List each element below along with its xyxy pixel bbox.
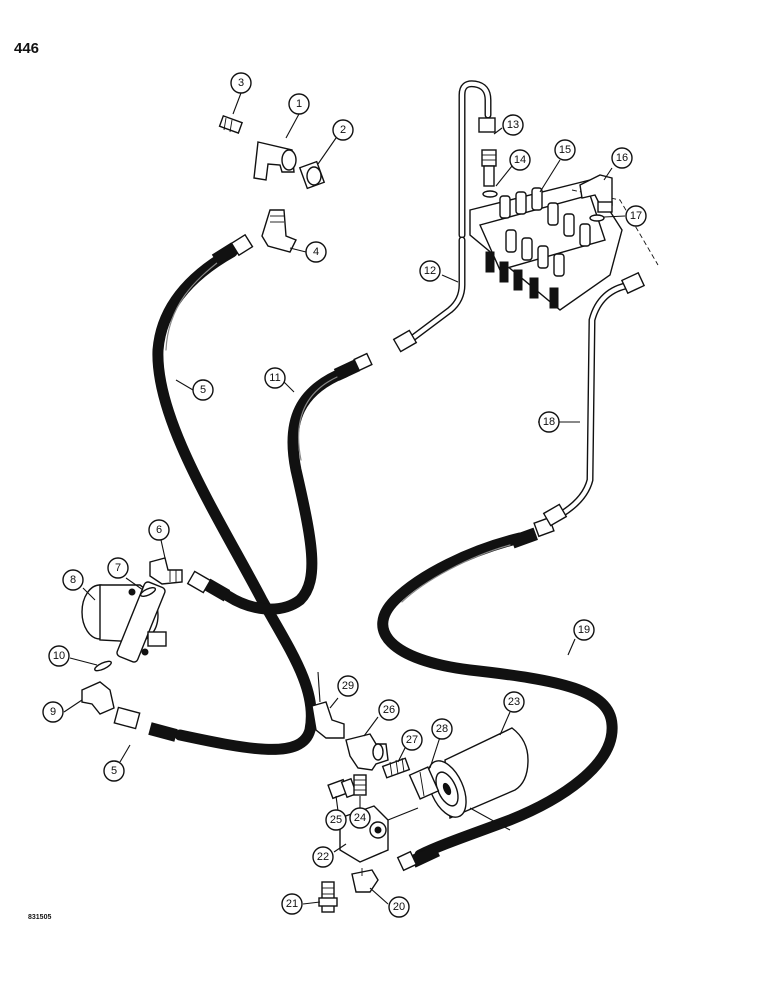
- svg-text:1: 1: [296, 98, 302, 110]
- svg-text:27: 27: [406, 734, 418, 746]
- elbow-9: [81, 681, 115, 715]
- callout-27: 27: [401, 729, 423, 751]
- hose-5: [152, 246, 317, 755]
- callout-10: 10: [48, 645, 70, 667]
- svg-text:17: 17: [630, 210, 642, 222]
- callout-2: 2: [332, 119, 354, 141]
- callout-8: 8: [62, 569, 84, 591]
- callout-9: 9: [42, 701, 64, 723]
- callout-5-lower: 5: [103, 760, 125, 782]
- elbow-6: [149, 557, 183, 585]
- elbow-16: [579, 174, 613, 213]
- fitting-25: [327, 777, 358, 800]
- pump-8: [81, 581, 167, 663]
- callout-26: 26: [378, 699, 400, 721]
- callout-11: 11: [264, 367, 286, 389]
- svg-text:14: 14: [514, 154, 526, 166]
- filter-23: [427, 727, 529, 820]
- svg-text:28: 28: [436, 723, 448, 735]
- svg-text:2: 2: [340, 124, 346, 136]
- nipple-27: [381, 757, 411, 779]
- svg-text:4: 4: [313, 246, 319, 258]
- svg-text:10: 10: [53, 650, 65, 662]
- callout-16: 16: [611, 147, 633, 169]
- hose-11: [222, 366, 351, 615]
- svg-text:3: 3: [238, 77, 244, 89]
- svg-text:29: 29: [342, 680, 354, 692]
- tee-26: [345, 733, 389, 771]
- callout-1: 1: [288, 93, 310, 115]
- leader-lines: [63, 92, 626, 905]
- svg-text:22: 22: [317, 851, 329, 863]
- o-ring-17: [589, 214, 605, 222]
- svg-text:8: 8: [70, 574, 76, 586]
- svg-text:20: 20: [393, 901, 405, 913]
- callout-7: 7: [107, 557, 129, 579]
- callout-19: 19: [573, 619, 595, 641]
- callout-28: 28: [431, 718, 453, 740]
- hose-end-fitting: [113, 233, 555, 872]
- svg-text:25: 25: [330, 814, 342, 826]
- callout-6: 6: [148, 519, 170, 541]
- svg-text:5: 5: [200, 384, 206, 396]
- tube-18: [556, 281, 634, 519]
- callout-5-upper: 5: [192, 379, 214, 401]
- control-valve-15: [469, 179, 659, 311]
- elbow-20: [351, 868, 379, 893]
- adapter-28: [408, 766, 440, 800]
- callout-29: 29: [337, 675, 359, 697]
- elbow-29: [311, 671, 345, 739]
- callout-15: 15: [554, 139, 576, 161]
- tube-12: [406, 80, 492, 344]
- svg-text:12: 12: [424, 265, 436, 277]
- svg-text:9: 9: [50, 706, 56, 718]
- svg-text:24: 24: [354, 812, 366, 824]
- svg-text:7: 7: [115, 562, 121, 574]
- callout-20: 20: [388, 896, 410, 918]
- svg-text:13: 13: [507, 119, 519, 131]
- svg-text:16: 16: [616, 152, 628, 164]
- svg-text:5: 5: [111, 765, 117, 777]
- figure-code: 831505: [28, 914, 52, 921]
- nipple-24: [353, 774, 367, 796]
- o-ring-10: [94, 660, 112, 672]
- callout-21: 21: [281, 893, 303, 915]
- svg-text:19: 19: [578, 624, 590, 636]
- svg-text:18: 18: [543, 416, 555, 428]
- callout-24: 24: [349, 807, 371, 829]
- hose-19: [377, 532, 618, 861]
- svg-text:21: 21: [286, 898, 298, 910]
- callout-22: 22: [312, 846, 334, 868]
- fitting-2: [298, 160, 326, 190]
- fitting-13: [481, 149, 497, 187]
- callout-13: 13: [502, 114, 524, 136]
- callout-4: 4: [305, 241, 327, 263]
- fitting-3: [218, 114, 244, 134]
- callout-18: 18: [538, 411, 560, 433]
- o-ring-7: [139, 586, 157, 598]
- callout-12: 12: [419, 260, 441, 282]
- svg-text:26: 26: [383, 704, 395, 716]
- svg-text:23: 23: [508, 696, 520, 708]
- tee-1: [253, 141, 297, 181]
- svg-text:6: 6: [156, 524, 162, 536]
- o-ring-14: [482, 190, 498, 198]
- svg-text:15: 15: [559, 144, 571, 156]
- fitting-21: [318, 881, 338, 913]
- elbow-4: [261, 209, 297, 253]
- callout-14: 14: [509, 149, 531, 171]
- tube-nut: [392, 117, 646, 527]
- callout-25: 25: [325, 809, 347, 831]
- svg-text:11: 11: [269, 372, 280, 384]
- page-number: 446: [14, 40, 40, 57]
- callout-23: 23: [503, 691, 525, 713]
- callout-17: 17: [625, 205, 647, 227]
- callout-3: 3: [230, 72, 252, 94]
- leader-filter-extension: [469, 807, 511, 831]
